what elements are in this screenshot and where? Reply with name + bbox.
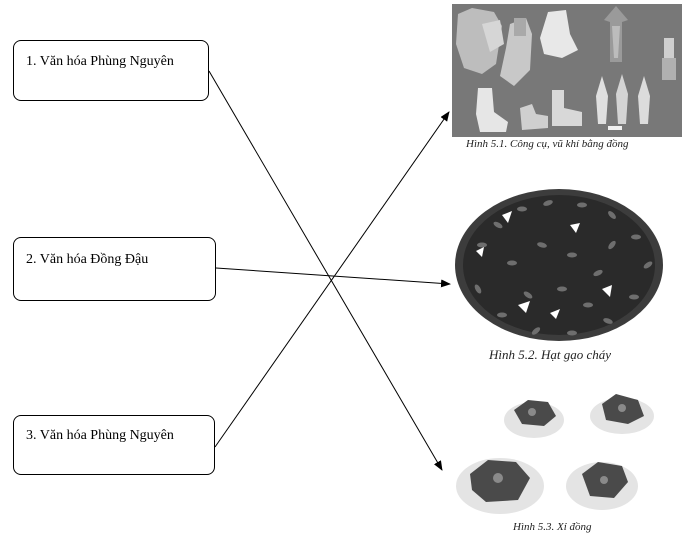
charred-rice-photo <box>455 189 663 341</box>
culture-box-2: 2. Văn hóa Đồng Đậu <box>13 237 216 301</box>
culture-box-3: 3. Văn hóa Phùng Nguyên <box>13 415 215 475</box>
figure-5-3-caption: Hình 5.3. Xỉ đồng <box>513 521 592 533</box>
figure-5-1-caption: Hình 5.1. Công cụ, vũ khí bằng đồng <box>466 138 629 150</box>
copper-slag-photo <box>452 382 680 520</box>
culture-box-1: 1. Văn hóa Phùng Nguyên <box>13 40 209 101</box>
figure-5-2-caption: Hình 5.2. Hạt gạo cháy <box>489 347 612 362</box>
arrow-box3-to-fig1 <box>214 111 450 448</box>
culture-box-1-label: 1. Văn hóa Phùng Nguyên <box>26 54 174 69</box>
culture-box-2-label: 2. Văn hóa Đồng Đậu <box>26 252 149 267</box>
culture-box-3-label: 3. Văn hóa Phùng Nguyên <box>26 428 174 443</box>
arrow-box1-to-fig3 <box>208 70 443 471</box>
arrow-box2-to-fig2 <box>215 267 451 288</box>
bronze-tools-photo <box>452 4 682 137</box>
